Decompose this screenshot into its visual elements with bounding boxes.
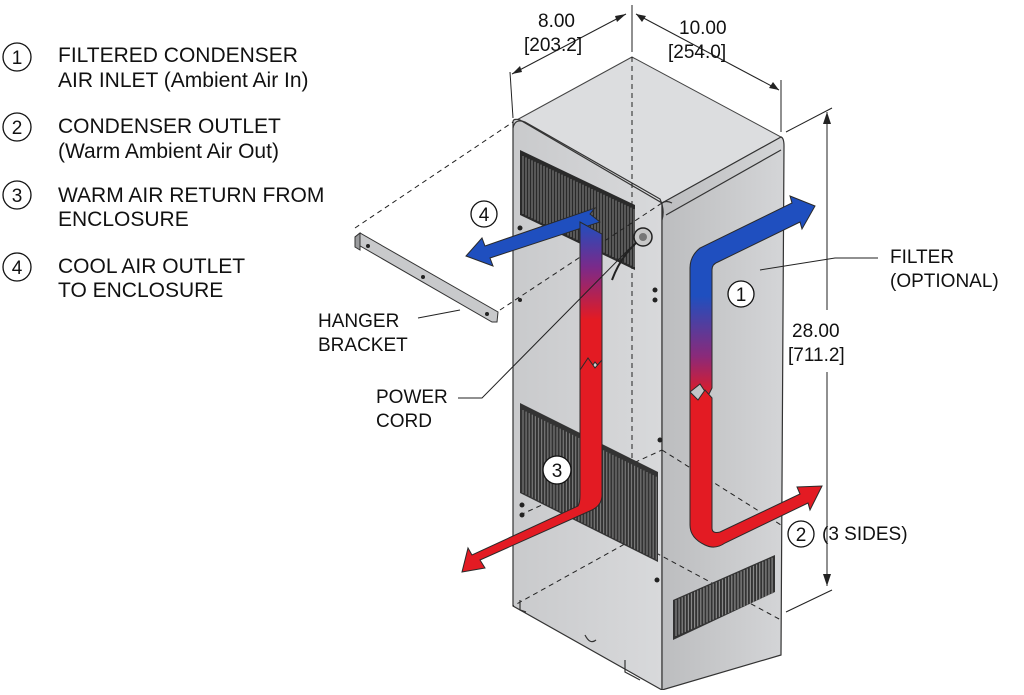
legend-item-3: 3 WARM AIR RETURN FROM ENCLOSURE — [2, 180, 324, 231]
filter-label-line2: (OPTIONAL) — [890, 271, 999, 292]
legend: 1 FILTERED CONDENSER AIR INLET (Ambient … — [2, 42, 324, 302]
power-cord-label-line2: CORD — [376, 411, 432, 432]
marker-2: 2 — [787, 520, 815, 548]
svg-text:1: 1 — [736, 285, 747, 306]
legend-number: 3 — [12, 186, 23, 207]
legend-text-line2: AIR INLET (Ambient Air In) — [58, 69, 309, 92]
hanger-label-line2: BRACKET — [318, 335, 408, 356]
legend-item-4: 4 COOL AIR OUTLET TO ENCLOSURE — [2, 252, 245, 302]
width-dim-mm: [254.0] — [668, 42, 726, 63]
condenser-outlet-arrow — [689, 389, 823, 548]
side-grille — [673, 555, 775, 640]
svg-text:3: 3 — [552, 461, 563, 482]
height-dim-inch: 28.00 — [792, 321, 840, 342]
svg-text:4: 4 — [479, 205, 490, 226]
depth-dim-mm: [203.2] — [524, 35, 582, 56]
svg-text:2: 2 — [796, 525, 807, 546]
legend-text-line2: (Warm Ambient Air Out) — [58, 140, 279, 163]
legend-text-line1: CONDENSER OUTLET — [58, 115, 281, 138]
legend-number: 2 — [12, 118, 23, 139]
power-cord-connector — [611, 227, 653, 281]
filtered-inlet-arrow — [689, 195, 816, 397]
legend-text-line1: WARM AIR RETURN FROM — [58, 184, 324, 207]
depth-dim-inch: 8.00 — [538, 11, 575, 32]
legend-number: 4 — [12, 258, 23, 279]
warm-air-return-arrow — [579, 221, 603, 373]
three-sides-label: (3 SIDES) — [822, 524, 908, 545]
diagram-markers: 1 2 3 4 — [470, 200, 815, 548]
hanger-label-line1: HANGER — [318, 311, 399, 332]
legend-text-line2: TO ENCLOSURE — [58, 279, 223, 302]
legend-item-1: 1 FILTERED CONDENSER AIR INLET (Ambient … — [2, 42, 309, 92]
height-dim-mm: [711.2] — [788, 345, 845, 366]
filter-label-line1: FILTER — [890, 247, 954, 268]
mounting-holes — [517, 225, 663, 583]
legend-text-line2: ENCLOSURE — [58, 208, 189, 231]
marker-3: 3 — [542, 455, 572, 485]
marker-1: 1 — [727, 280, 755, 308]
cool-air-outlet-arrow — [465, 206, 602, 267]
dimension-lines: 8.00 [203.2] 10.00 [254.0] 28.00 [711.2] — [509, 5, 845, 613]
legend-item-2: 2 CONDENSER OUTLET (Warm Ambient Air Out… — [2, 112, 281, 163]
airflow-arrows — [461, 195, 823, 573]
marker-4: 4 — [470, 200, 498, 228]
legend-text-line1: FILTERED CONDENSER — [58, 44, 298, 67]
legend-text-line1: COOL AIR OUTLET — [58, 255, 245, 278]
callouts: FILTER (OPTIONAL) HANGER BRACKET POWER C… — [318, 247, 999, 545]
width-dim-inch: 10.00 — [679, 18, 727, 39]
hanger-bracket — [354, 121, 663, 323]
power-cord-label-line1: POWER — [376, 387, 448, 408]
legend-number: 1 — [12, 48, 23, 69]
